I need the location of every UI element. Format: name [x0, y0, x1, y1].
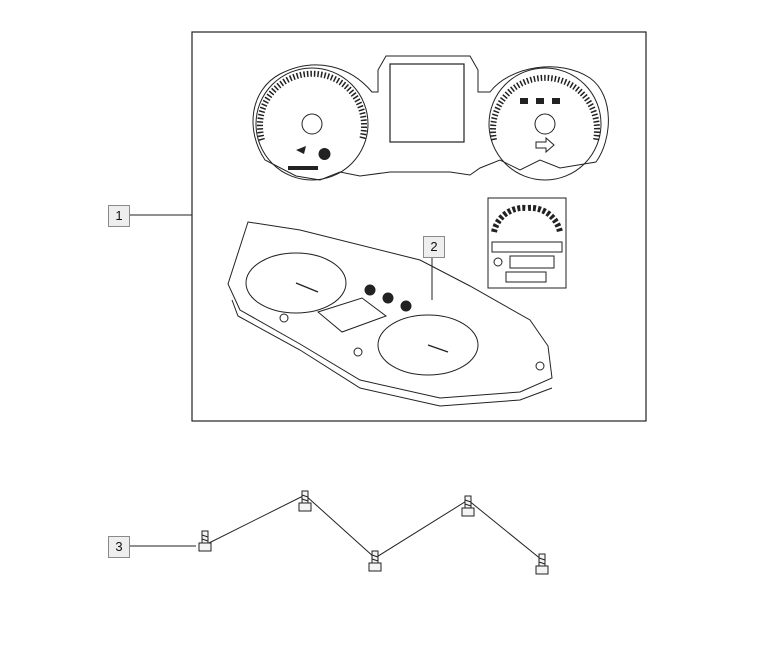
callout-2[interactable]: 2	[423, 236, 445, 258]
lcd-display-icon	[487, 197, 567, 289]
callout-1[interactable]: 1	[108, 205, 130, 227]
callout-3[interactable]: 3	[108, 536, 130, 558]
tachometer-dial-icon	[488, 67, 602, 181]
dial-face-plate	[252, 55, 609, 181]
screw-connector-lines	[204, 494, 543, 561]
assembly-frame	[191, 31, 647, 422]
speedometer-dial-icon	[255, 67, 369, 181]
screw-icon	[198, 490, 549, 575]
instrument-cluster-housing-icon	[227, 221, 553, 407]
